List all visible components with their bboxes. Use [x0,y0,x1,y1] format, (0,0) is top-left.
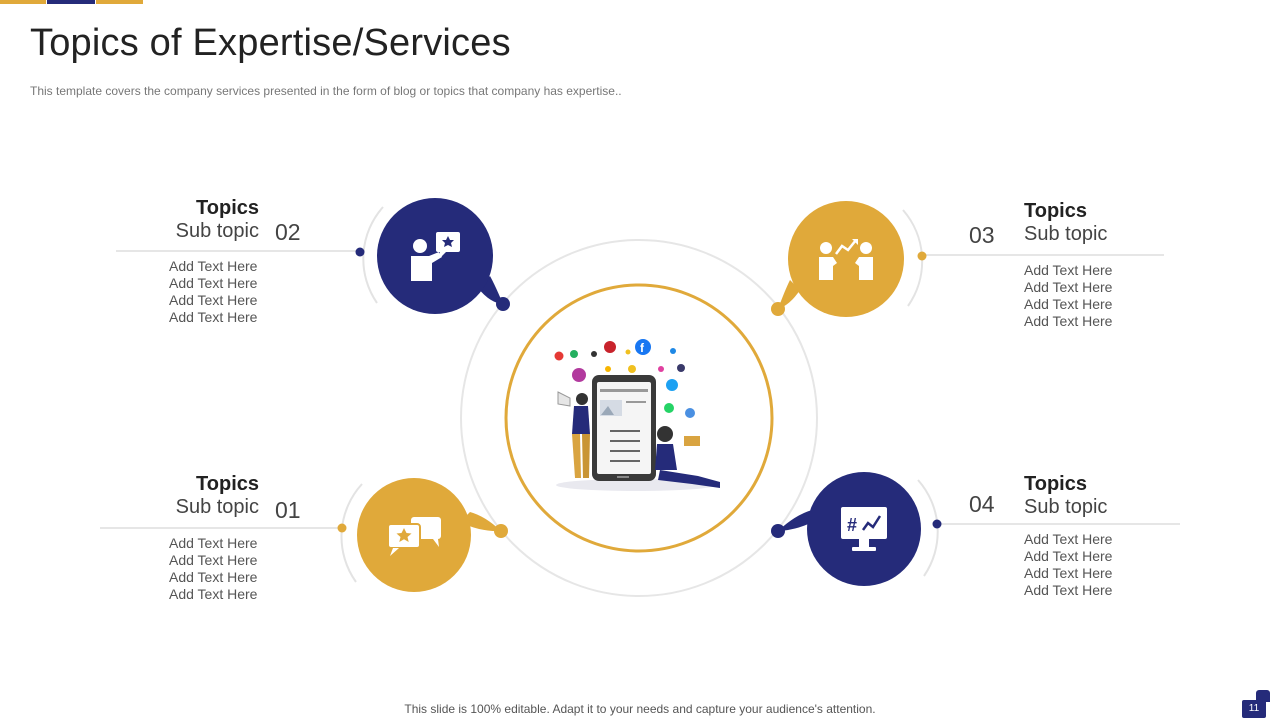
topic-02-subheading: Sub topic [175,220,259,242]
topic-02-heading: Topics [196,197,259,219]
person-speech-star-icon [411,232,460,281]
topic-03-number: 03 [969,222,995,248]
topic-03-line: Add Text Here [1024,279,1113,295]
dot-03 [917,251,927,261]
topic-04-lines: Add Text Here Add Text Here Add Text Her… [1024,531,1112,599]
topic-02-header: Topics Sub topic [120,197,259,243]
topic-04-heading: Topics [1024,473,1087,495]
topic-02-line: Add Text Here [169,309,258,325]
topic-04-line: Add Text Here [1024,531,1113,547]
topic-03-heading: Topics [1024,200,1087,222]
topic-01-line: Add Text Here [169,586,258,602]
topic-02-lines: Add Text Here Add Text Here Add Text Her… [169,258,257,326]
social-media-marketing-illustration: f [554,339,720,491]
topic-03-header: Topics Sub topic [1024,200,1184,246]
dot-04 [932,519,942,529]
topic-01-subheading: Sub topic [175,496,259,518]
topic-01-number: 01 [275,497,301,523]
topic-01-heading: Topics [196,473,259,495]
topic-04-subheading: Sub topic [1024,496,1108,518]
topic-03-badge [771,201,904,317]
page-number: 11 [1242,700,1266,718]
topic-04-line: Add Text Here [1024,582,1113,598]
topic-03-line: Add Text Here [1024,262,1113,278]
dot-01 [337,523,347,533]
topic-01-line: Add Text Here [169,552,258,568]
accent-bar-navy [47,0,95,4]
topic-04-line: Add Text Here [1024,548,1113,564]
topic-02-line: Add Text Here [169,292,258,308]
topic-04-header: Topics Sub topic [1024,473,1184,519]
chat-bubbles-star-icon [387,517,441,556]
dot-02 [355,247,365,257]
page-subtitle: This template covers the company service… [30,84,622,98]
topic-01-line: Add Text Here [169,569,258,585]
topic-04-number: 04 [969,491,995,517]
topic-03-line: Add Text Here [1024,313,1113,329]
topic-02-badge [377,198,510,314]
accent-bar-gold-1 [0,0,46,4]
monitor-hashtag-chart-icon: # [841,507,887,551]
svg-text:f: f [640,341,645,355]
topic-04-line: Add Text Here [1024,565,1113,581]
topic-03-lines: Add Text Here Add Text Here Add Text Her… [1024,262,1112,330]
topic-01-header: Topics Sub topic [120,473,259,519]
outer-ring [460,239,818,597]
footer-note: This slide is 100% editable. Adapt it to… [404,702,876,716]
topic-04-badge: # [771,472,921,586]
topic-03-line: Add Text Here [1024,296,1113,312]
topic-03-subheading: Sub topic [1024,223,1108,245]
topic-02-line: Add Text Here [169,275,258,291]
topic-01-line: Add Text Here [169,535,258,551]
page-title: Topics of Expertise/Services [30,22,511,64]
topic-02-line: Add Text Here [169,258,258,274]
topic-01-lines: Add Text Here Add Text Here Add Text Her… [169,535,257,603]
topic-02-number: 02 [275,219,301,245]
accent-bar-gold-2 [96,0,143,4]
svg-text:#: # [847,515,857,535]
thumbs-up-icon [1256,690,1270,702]
people-growth-icon [819,239,873,280]
topic-01-badge [357,478,508,592]
